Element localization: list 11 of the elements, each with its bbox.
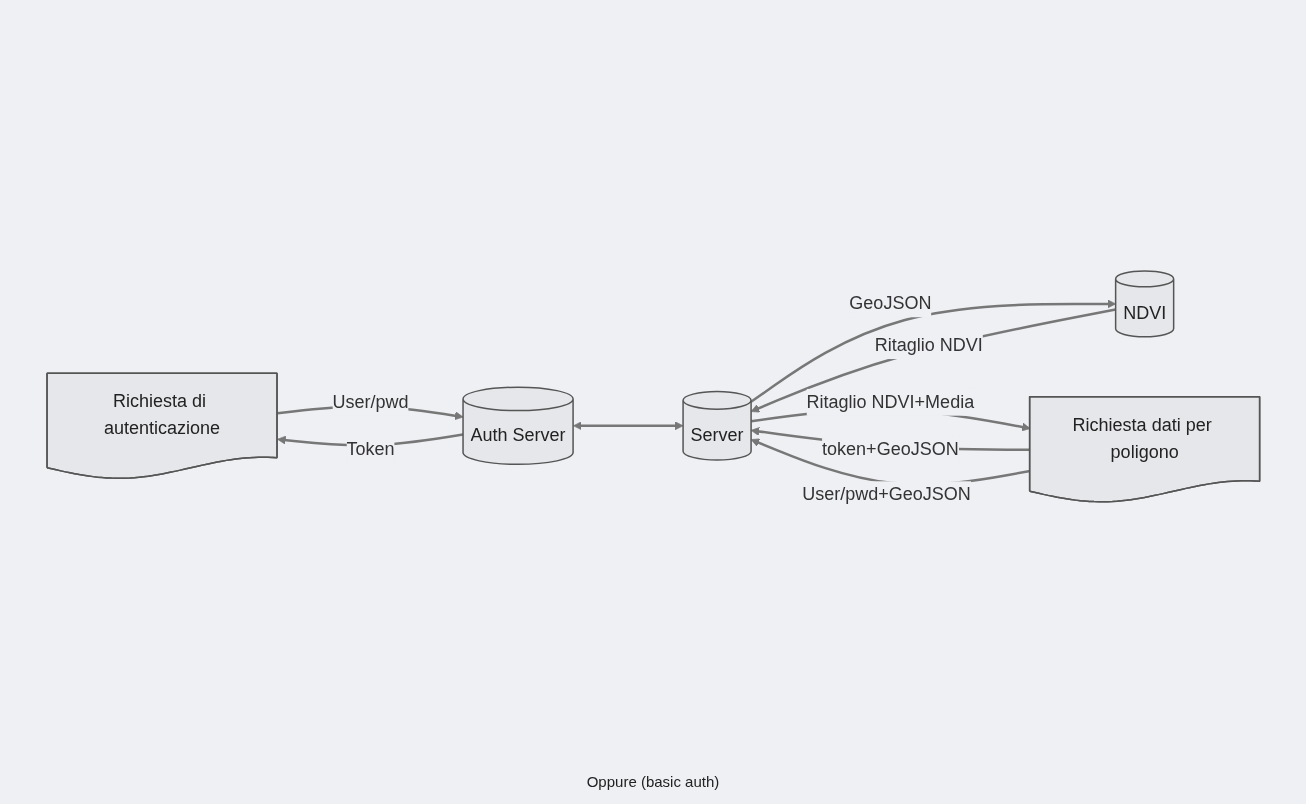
edge-label: token+GeoJSON <box>821 438 959 459</box>
arrow <box>750 308 1116 413</box>
edge-label: User/pwd+GeoJSON <box>801 484 971 505</box>
arrow <box>750 299 1116 403</box>
edge-label: GeoJSON <box>849 293 932 314</box>
note-text: Oppure (basic auth) <box>586 773 720 790</box>
edge-label: Ritaglio NDVI+Media <box>806 391 974 412</box>
edge-label: Ritaglio NDVI <box>874 335 983 356</box>
arrow <box>572 421 684 431</box>
edge-label: Token <box>346 438 395 459</box>
edge-label: User/pwd <box>332 391 409 412</box>
